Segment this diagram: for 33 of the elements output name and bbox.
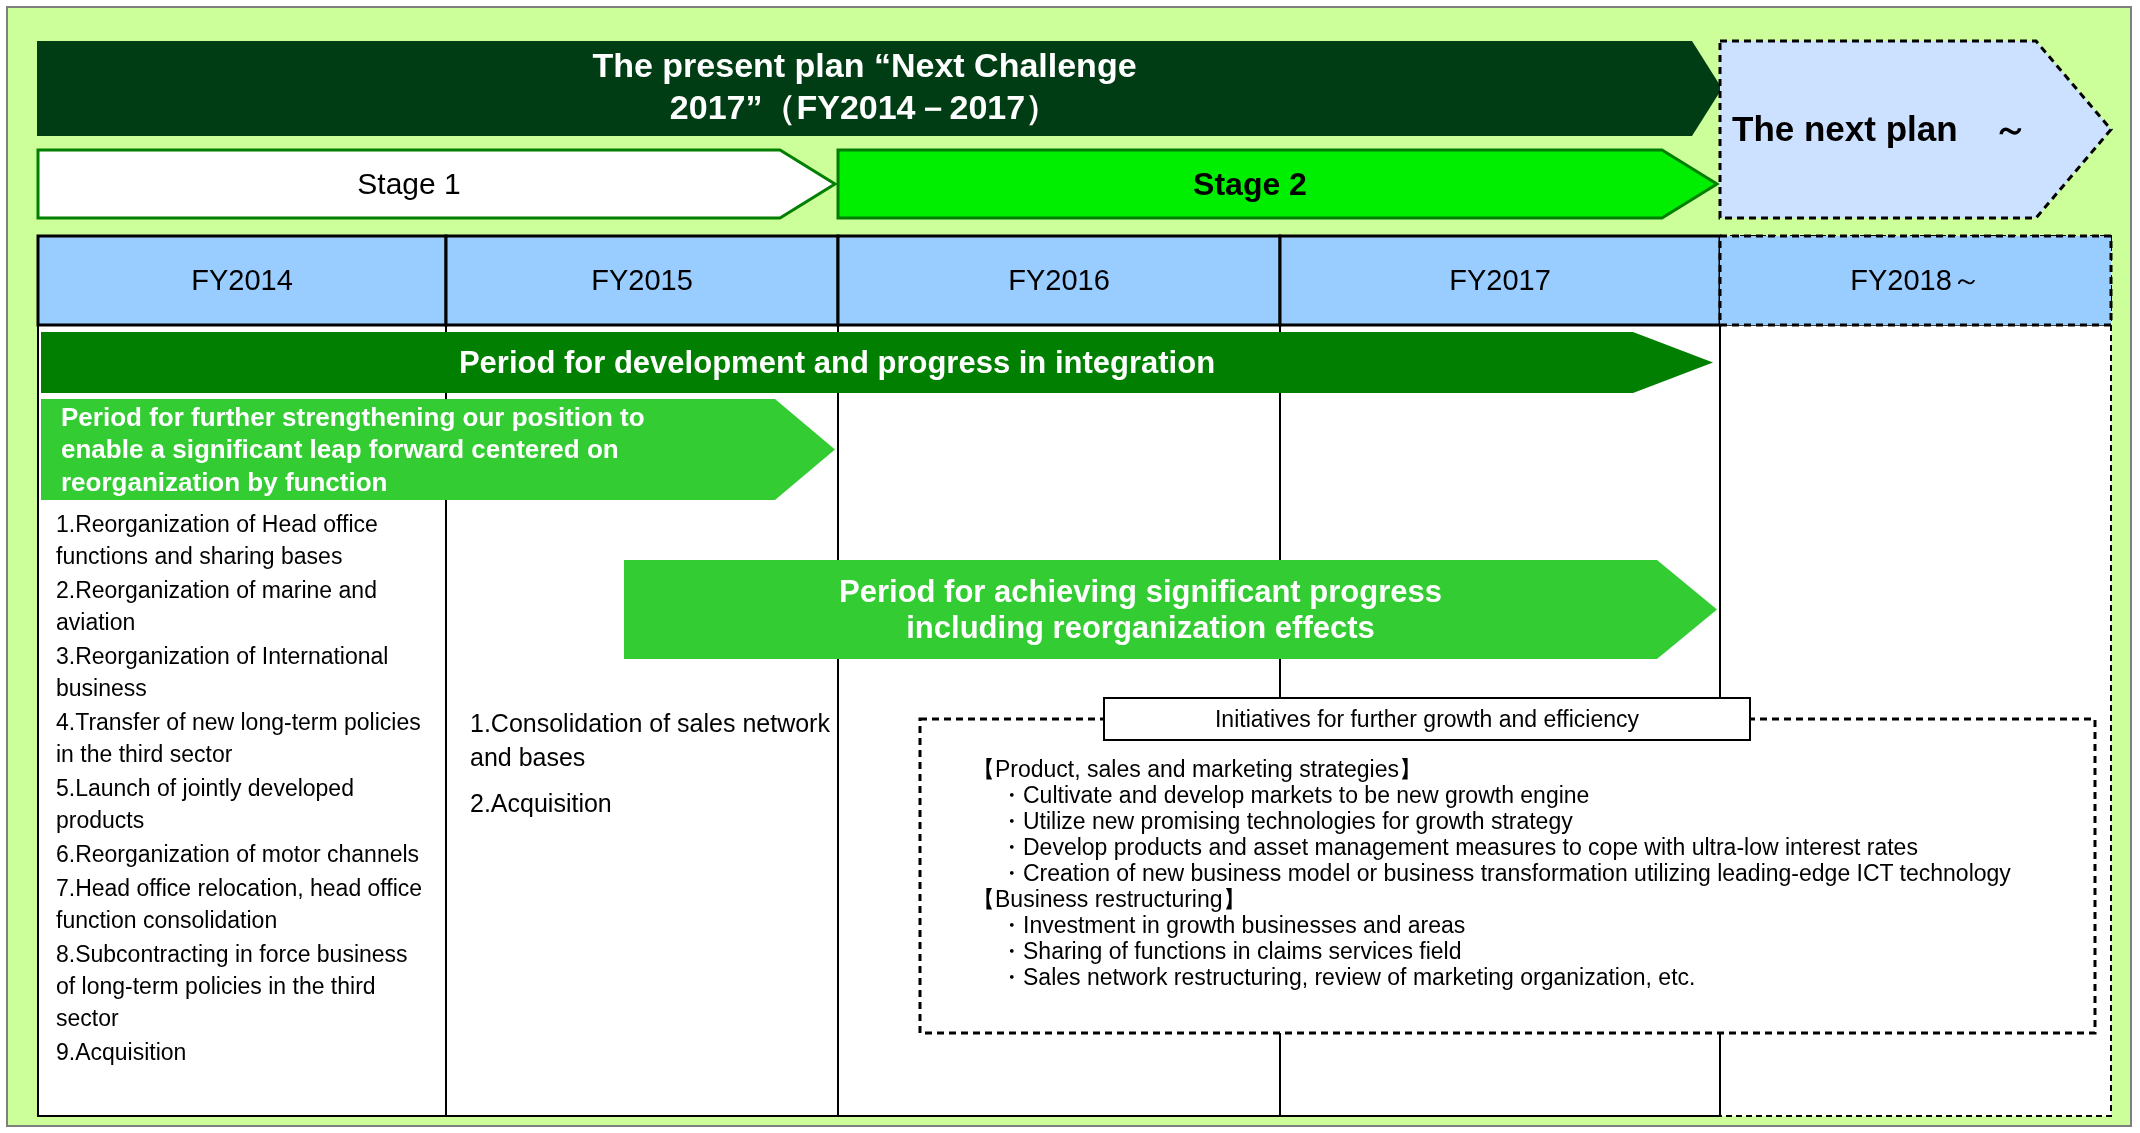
year-header: FY2015	[446, 236, 838, 325]
bullet-item: ・Cultivate and develop markets to be new growth engine	[1000, 782, 1591, 808]
bullet-item: ・Investment in growth businesses and areas	[1000, 912, 1467, 938]
section-heading: 【Business restructuring】	[972, 886, 1247, 912]
list-item: 7.Head office relocation, head office function consolidation	[56, 874, 424, 935]
bullet-item: ・Creation of new business model or business transformation utilizing leading-edge ICT technology	[1000, 860, 2012, 886]
next-plan-banner: The next plan ～	[1720, 41, 2111, 218]
list-item: 2.Acquisition	[470, 788, 613, 819]
bullet-item: ・Sharing of functions in claims services field	[1000, 938, 1463, 964]
year-header: FY2016	[838, 236, 1280, 325]
list-item: 8.Subcontracting in force business of long-term policies in the third sector	[56, 940, 409, 1033]
list-item: 4.Transfer of new long-term policies in the third sector	[56, 708, 422, 769]
list-item: 3.Reorganization of International business	[56, 642, 390, 703]
list-item: 9.Acquisition	[56, 1038, 188, 1067]
period-banner: Period for further strengthening our position to enable a significant leap forward centered on reorganization by function	[41, 399, 835, 500]
list-item: 1.Reorganization of Head office functions and sharing bases	[56, 510, 379, 571]
bullet-item: ・Sales network restructuring, review of marketing organization, etc.	[1000, 964, 1697, 990]
stage-banner: Stage 2	[838, 150, 1717, 218]
bullet-item: ・Develop products and asset management measures to cope with ultra-low interest rates	[1000, 834, 1919, 860]
heading-box: Initiatives for further growth and efficiency	[1103, 697, 1751, 741]
year-header: FY2017	[1280, 236, 1720, 325]
section-heading: 【Product, sales and marketing strategies】	[972, 756, 1423, 782]
list-item: 6.Reorganization of motor channels	[56, 840, 421, 869]
stage-banner: Stage 1	[38, 150, 835, 218]
period-banner: Period for achieving significant progress including reorganization effects	[624, 560, 1717, 659]
year-header: FY2014	[38, 236, 446, 325]
list-item: 1.Consolidation of sales network and bases	[470, 708, 830, 773]
list-item: 5.Launch of jointly developed products	[56, 774, 355, 835]
plan-banner: The present plan “Next Challenge 2017”（FY2014－2017）	[37, 41, 1722, 136]
year-header: FY2018～	[1720, 236, 2111, 325]
period-banner: Period for development and progress in integration	[41, 332, 1713, 393]
list-item: 2.Reorganization of marine and aviation	[56, 576, 378, 637]
bullet-item: ・Utilize new promising technologies for growth strategy	[1000, 808, 1574, 834]
